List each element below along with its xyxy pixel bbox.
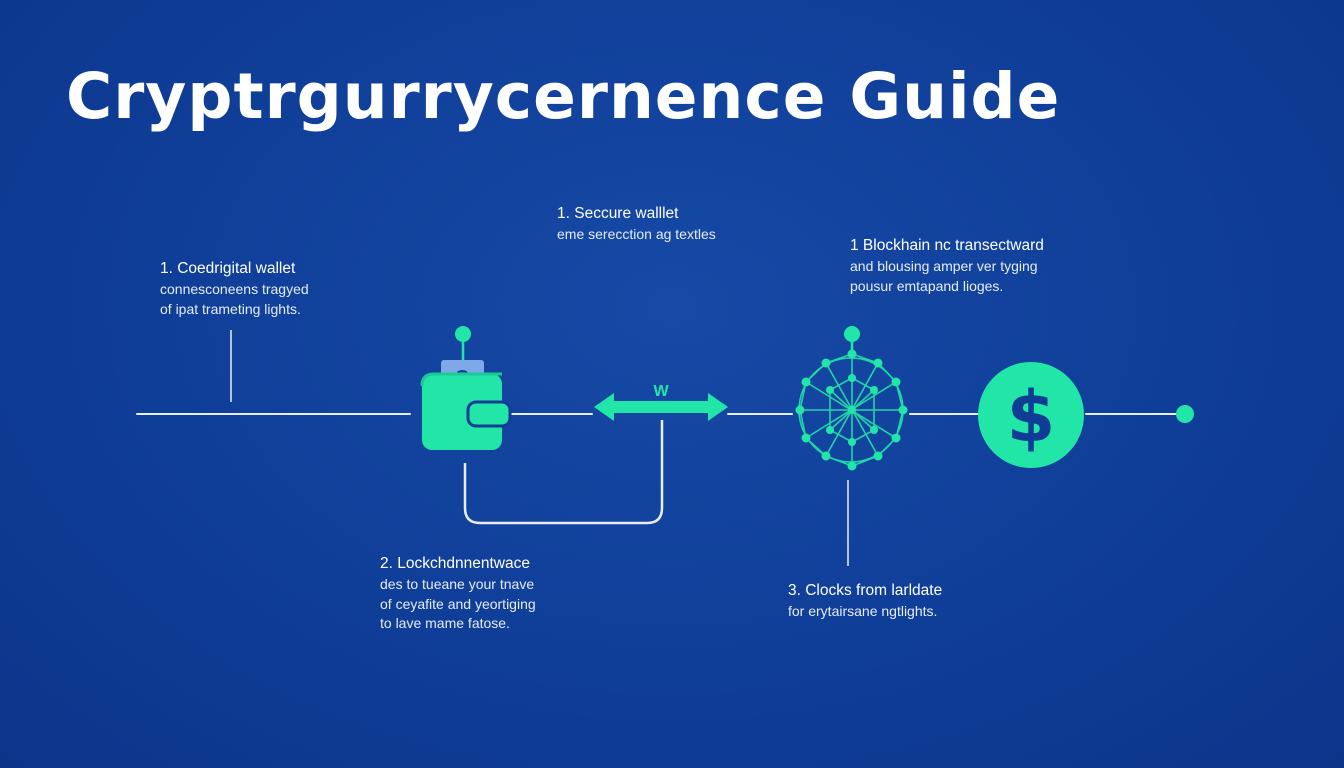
step-heading: 1 Blockhain nc transectward: [850, 237, 1044, 254]
step-description: and blousing amper ver tyging: [850, 258, 1038, 274]
step-description: connesconeens tragyed: [160, 281, 309, 297]
coin-glyph: $: [1007, 376, 1056, 458]
step-heading: 3. Clocks from larldate: [788, 582, 943, 599]
exchange-arrow-icon: W: [594, 383, 728, 421]
step-description: pousur emtapand lioges.: [850, 277, 1004, 294]
blockchain-network-icon: [795, 326, 908, 471]
exchange-glyph: W: [653, 383, 669, 400]
step-description: for erytairsane ngtlights.: [788, 603, 938, 619]
step-label-secure-wallet: 1. Seccure walllet eme serecction ag tex…: [557, 203, 716, 245]
step-heading: 1. Seccure walllet: [557, 205, 679, 222]
step-heading: 1. Coedrigital wallet: [160, 260, 296, 277]
wallet-icon: C: [420, 326, 512, 450]
step-description: of ipat trameting lights.: [160, 300, 301, 317]
step-label-clock: 3. Clocks from larldate for erytairsane …: [788, 580, 942, 622]
step-heading: 2. Lockchdnnentwace: [380, 555, 530, 572]
step-description: eme serecction ag textles: [557, 226, 716, 242]
step-label-blockchain: 1 Blockhain nc transectward and blousing…: [850, 235, 1044, 296]
dollar-coin-icon: $: [978, 362, 1084, 468]
step-description: des to tueane your tnave: [380, 576, 535, 592]
step-label-digital-wallet: 1. Coedrigital wallet connesconeens trag…: [160, 258, 309, 319]
flow-end-node: [1176, 405, 1194, 423]
connector-loop: [463, 420, 664, 525]
step-description: to lave mame fatose.: [380, 615, 510, 631]
leader-lines: [230, 330, 849, 566]
step-description: of ceyafite and yeortiging: [380, 595, 536, 612]
step-label-lockchain: 2. Lockchdnnentwace des to tueane your t…: [380, 553, 536, 634]
page-title: Cryptrgurrycernence Guide: [66, 60, 1061, 133]
